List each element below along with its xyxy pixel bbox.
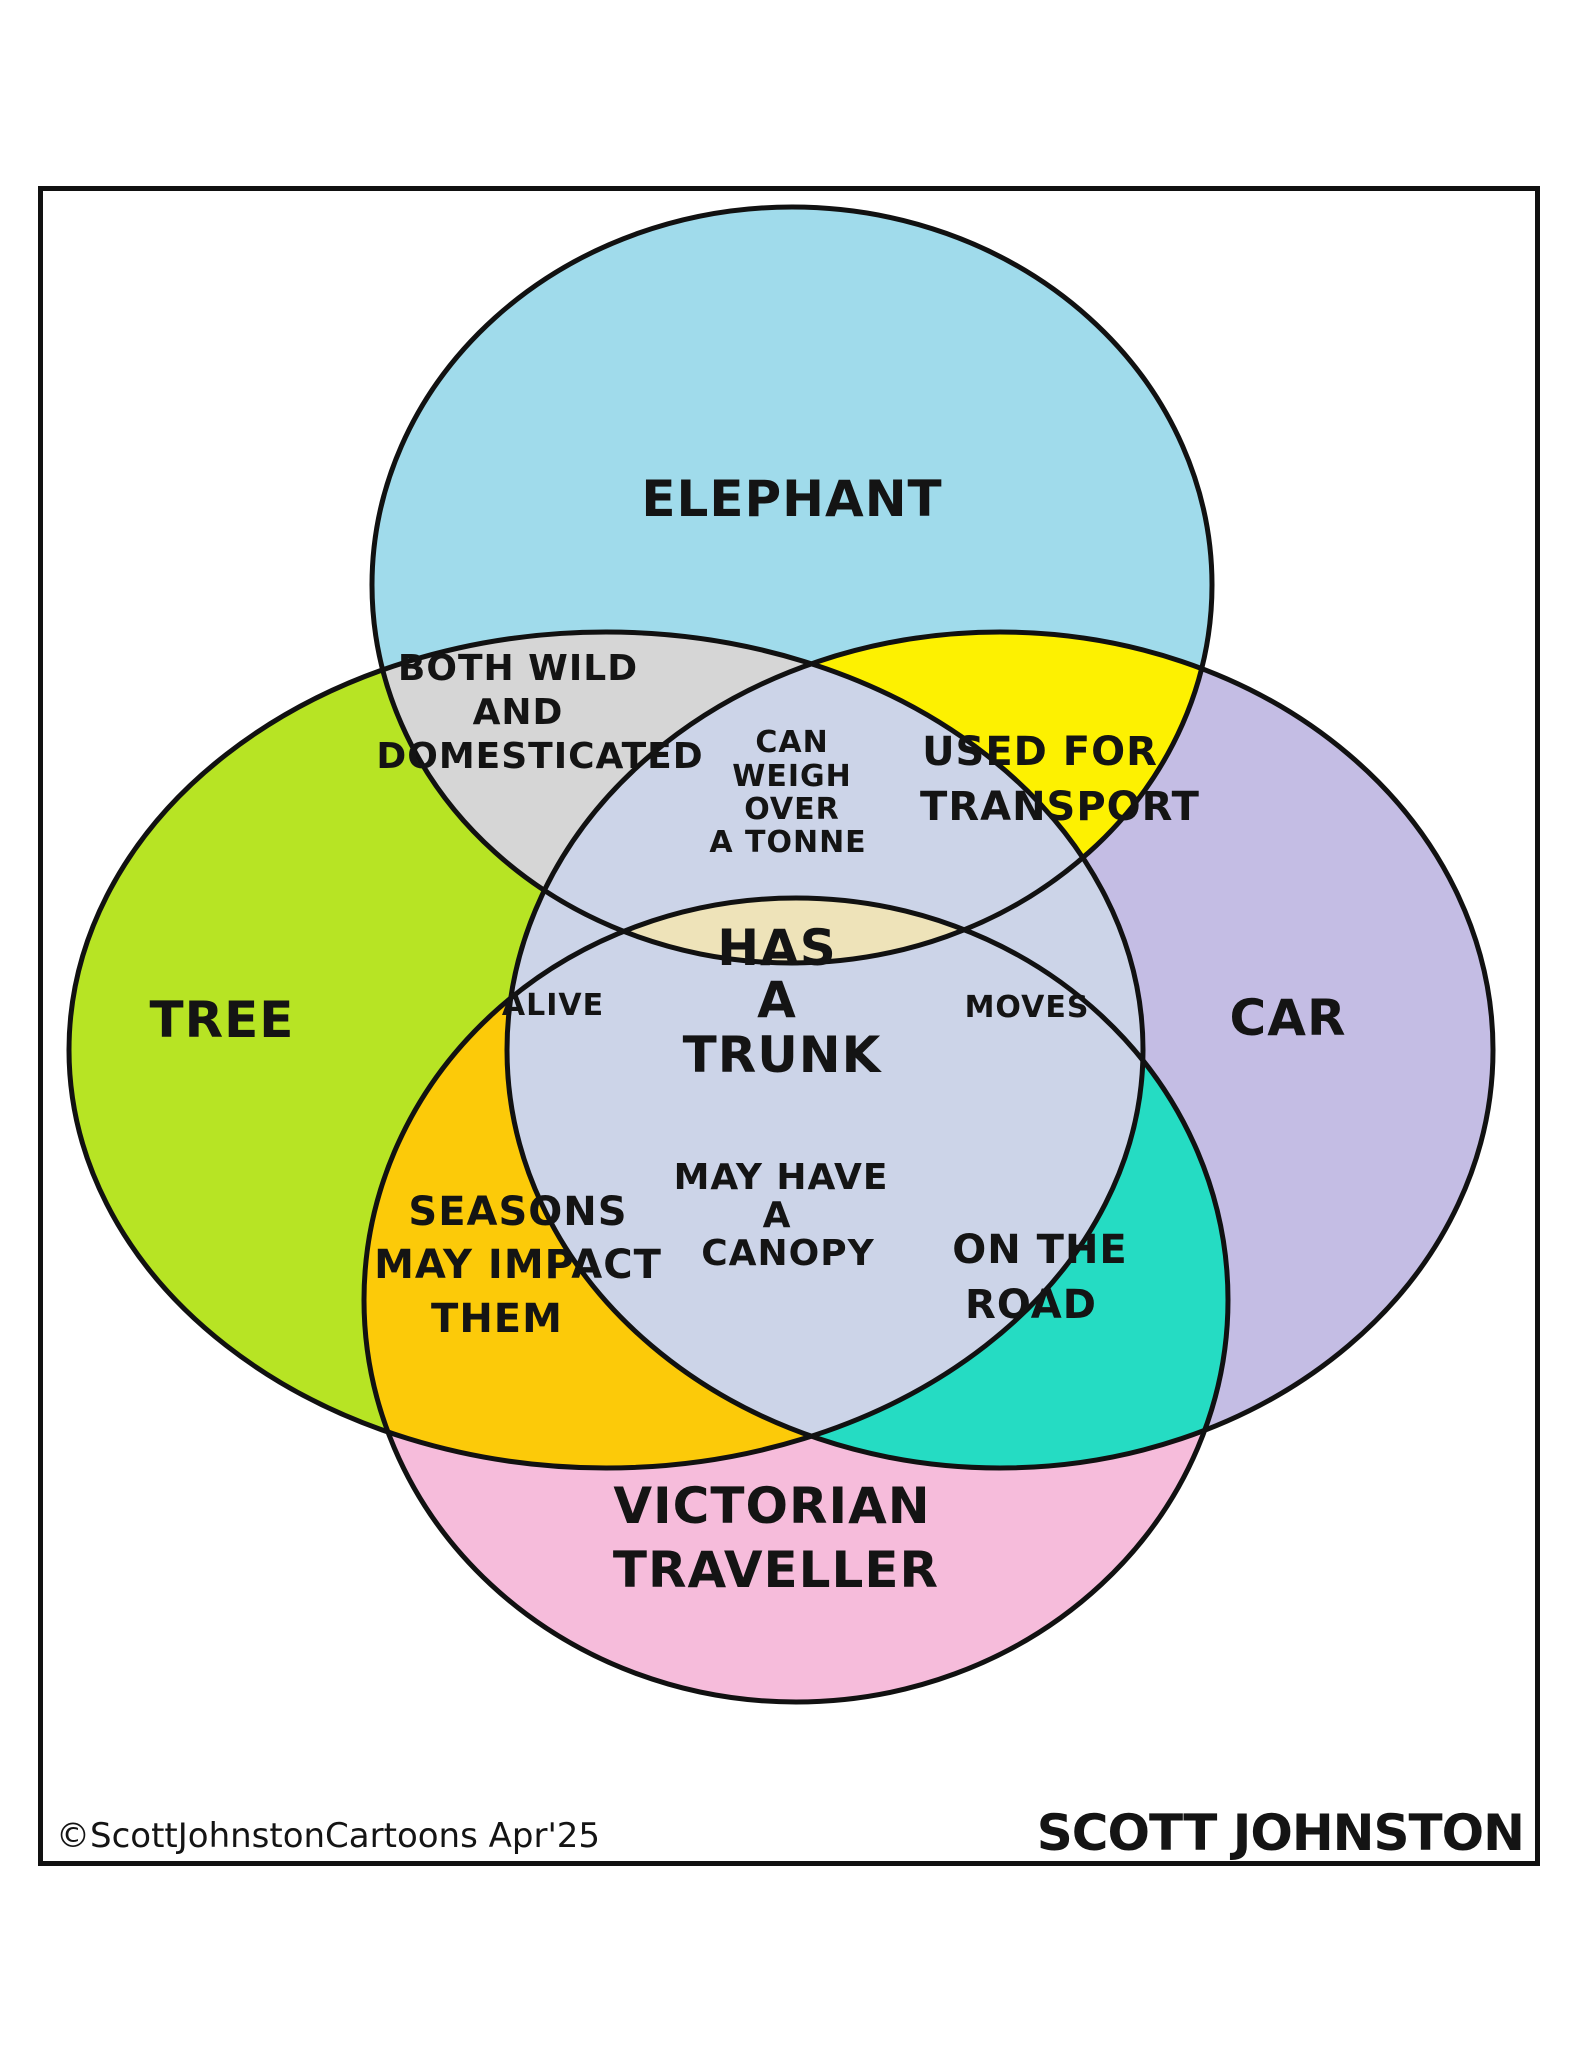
tree-car-line1: MAY HAVE <box>674 1157 889 1198</box>
victorian-label-line2: TRAVELLER <box>613 1541 939 1599</box>
tree-label: TREE <box>150 991 295 1049</box>
elephant-tree-line1: BOTH WILD <box>398 648 638 689</box>
elephant-victorian-line1: CAN <box>755 725 828 760</box>
signature-text: SCOTT JOHNSTON <box>1037 1804 1524 1862</box>
car-outline <box>504 629 1496 1471</box>
tree-outline <box>66 629 1146 1471</box>
car-victorian-line2: ROAD <box>965 1282 1097 1328</box>
car-label: CAR <box>1230 989 1347 1047</box>
elephant-outline <box>369 204 1215 966</box>
tree-car-line2: A <box>763 1195 792 1236</box>
elephant-car-line2: TRANSPORT <box>920 784 1200 830</box>
tree-victorian-line3: THEM <box>431 1296 563 1342</box>
elephant-car-line1: USED FOR <box>922 729 1158 775</box>
car-victorian-line1: ON THE <box>952 1227 1128 1273</box>
center-line3: TRUNK <box>683 1026 883 1084</box>
moves-label: MOVES <box>965 990 1090 1025</box>
tree-car-region <box>507 632 1143 1468</box>
elephant-victorian-line3: OVER <box>744 792 840 827</box>
elephant-victorian-line2: WEIGH <box>732 759 851 794</box>
elephant-tree-line3: DOMESTICATED <box>376 736 703 777</box>
center-line2: A <box>757 971 797 1029</box>
elephant-label: ELEPHANT <box>641 470 942 528</box>
tree-victorian-line1: SEASONS <box>408 1189 627 1235</box>
tree-car-line3: CANOPY <box>701 1233 874 1274</box>
tree-victorian-line2: MAY IMPACT <box>374 1242 662 1288</box>
elephant-tree-line2: AND <box>473 692 564 733</box>
center-line1: HAS <box>717 919 837 977</box>
victorian-label-line1: VICTORIAN <box>613 1477 930 1535</box>
alive-label: ALIVE <box>502 988 604 1023</box>
victorian-outline <box>361 895 1231 1705</box>
copyright-text: ©ScottJohnstonCartoons Apr'25 <box>56 1816 600 1856</box>
elephant-victorian-line4: A TONNE <box>709 825 866 860</box>
cartoon-panel-frame <box>38 186 1540 1866</box>
